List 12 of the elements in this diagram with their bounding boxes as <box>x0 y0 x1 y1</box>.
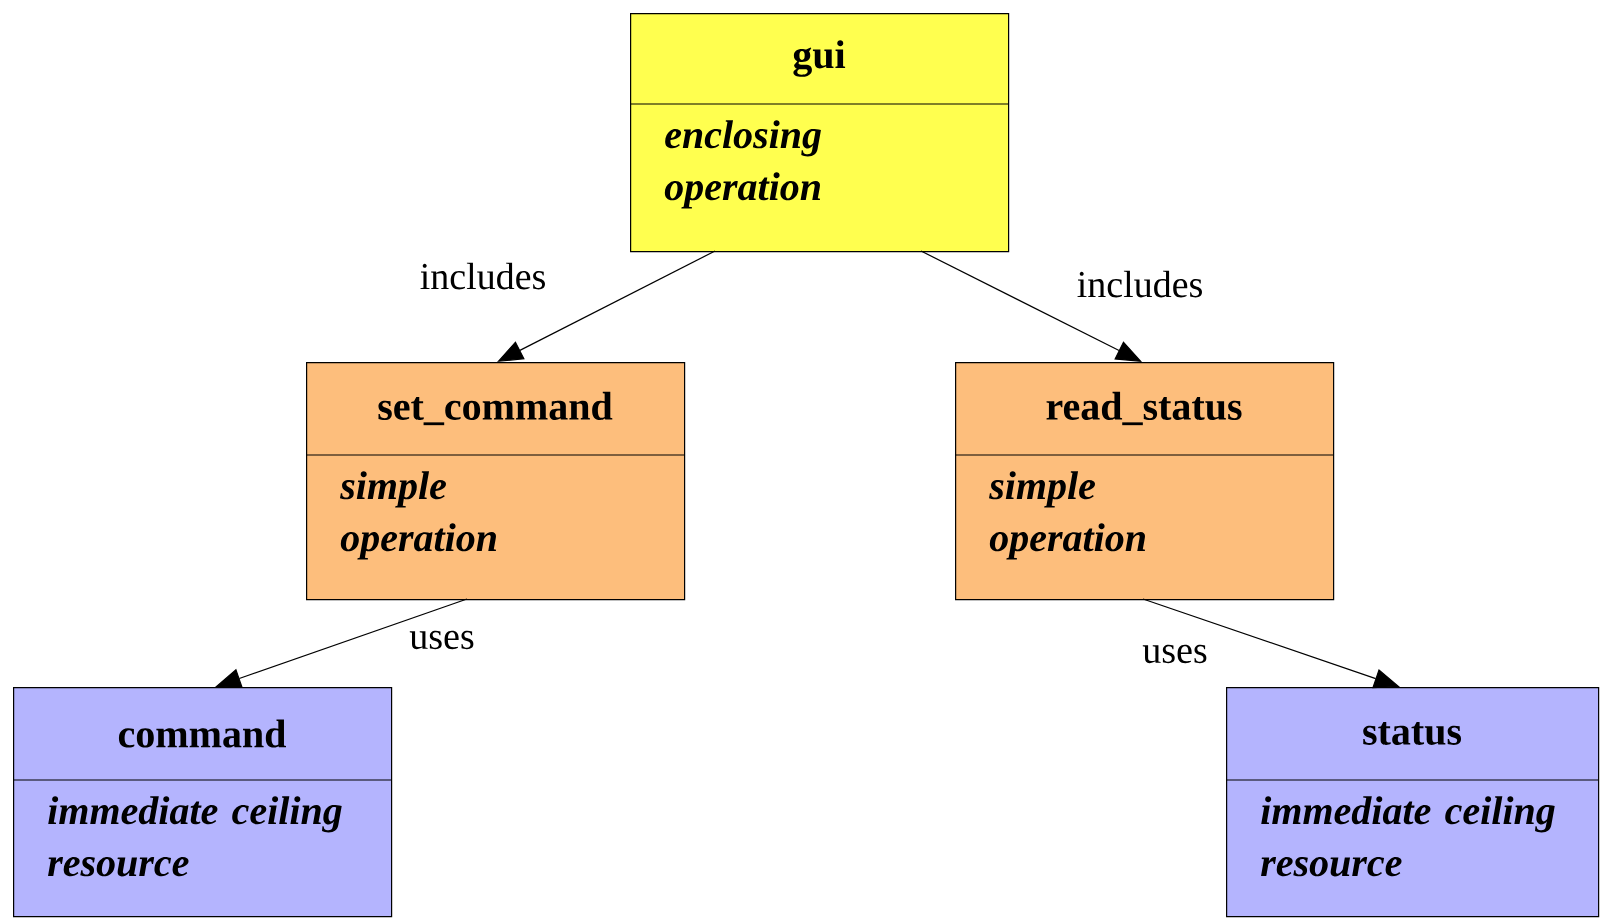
arrow <box>1142 598 1400 689</box>
class-box: command immediate ceiling resource <box>12 687 393 918</box>
class-box: set_command simple operation <box>305 362 686 601</box>
edge-label: includes <box>1077 270 1202 298</box>
edge-label: uses <box>1142 644 1207 664</box>
edge-label: includes <box>420 262 545 290</box>
edge-label: uses <box>409 630 474 650</box>
arrow <box>497 250 716 362</box>
arrow <box>920 250 1142 362</box>
class-box: status immediate ceiling resource <box>1225 687 1600 918</box>
class-box: gui enclosing operation <box>629 13 1010 253</box>
class-box: read_status simple operation <box>954 362 1335 601</box>
